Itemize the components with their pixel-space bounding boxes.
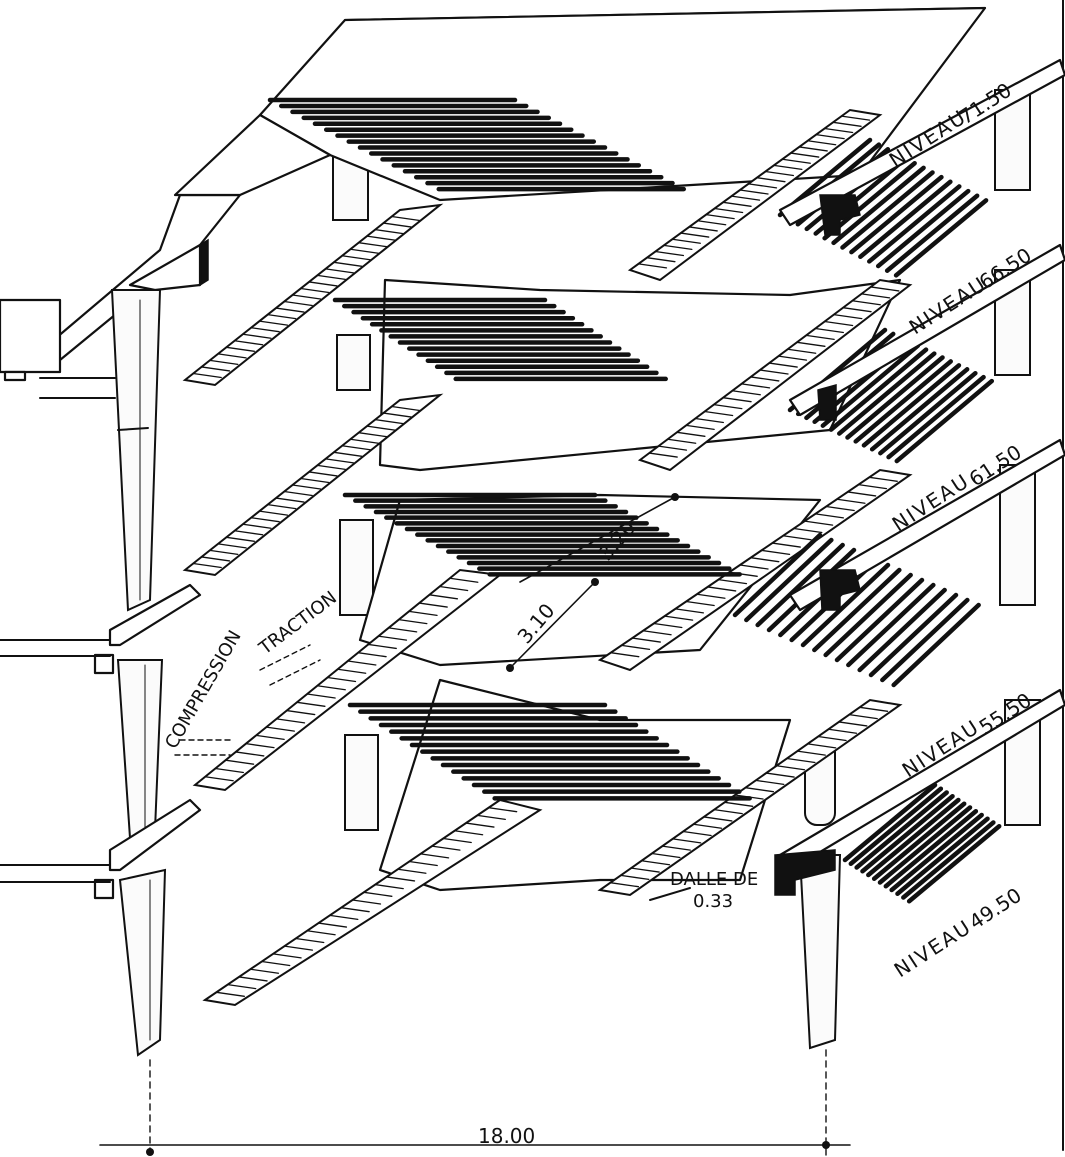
dimension-lines: [99, 493, 851, 1157]
level-49-50-value: 49.50: [965, 883, 1026, 934]
right-cantilevers: [774, 58, 1065, 896]
compression-label: COMPRESSION: [161, 627, 246, 753]
force-arrows: [174, 644, 321, 756]
long-flights: [182, 108, 913, 1007]
slab-thickness-line2: 0.33: [693, 891, 733, 912]
slab-pointer: [649, 887, 691, 901]
traction-label: TRACTION: [255, 587, 341, 659]
slab-thickness-line1: DALLE DE: [670, 869, 758, 890]
dimension-total-span: 18.00: [478, 1124, 535, 1148]
left-structure: [0, 193, 242, 1057]
level-49-50-label: NIVEAU: [890, 914, 976, 982]
